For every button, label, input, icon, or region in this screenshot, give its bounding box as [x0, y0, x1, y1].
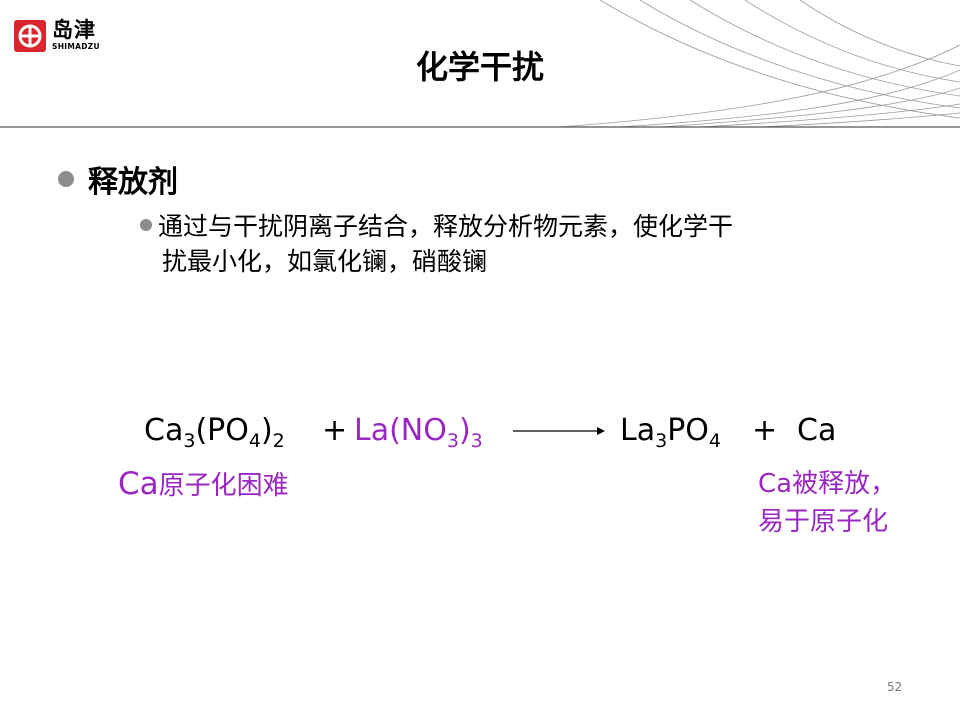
equation-product2: Ca: [797, 413, 837, 448]
equation-plus-1: +: [322, 413, 348, 448]
note-right: Ca被释放， 易于原子化: [758, 465, 896, 541]
equation-reactant1: Ca3(PO4)2: [144, 413, 285, 452]
equation-reactant2: La(NO3)3: [354, 413, 483, 452]
note-left: Ca原子化困难: [118, 465, 289, 502]
bullet-dot-small-icon: [140, 219, 152, 231]
bullet-level2-line1: 通过与干扰阴离子结合，释放分析物元素，使化学干: [158, 212, 734, 241]
note-left-text: 原子化困难: [158, 471, 289, 501]
reaction-arrow-icon: [513, 427, 605, 435]
bullet-dot-icon: [58, 171, 74, 187]
equation-plus-2: +: [752, 413, 778, 448]
note-right-line1: Ca被释放，: [758, 469, 897, 499]
logo-name-cn: 岛津: [52, 18, 96, 42]
shimadzu-logo-icon: [14, 20, 46, 52]
page-number: 52: [887, 680, 903, 694]
bullet-level1: 释放剂: [58, 157, 178, 201]
note-right-line2: 易于原子化: [758, 507, 889, 537]
header-decoration: [0, 0, 960, 128]
logo-name-en: SHIMADZU: [52, 42, 100, 51]
bullet-level2: 通过与干扰阴离子结合，释放分析物元素，使化学干 扰最小化，如氯化镧，硝酸镧: [140, 209, 900, 279]
bullet-level1-text: 释放剂: [88, 165, 178, 200]
equation-product1: La3PO4: [620, 413, 722, 452]
bullet-level2-line2: 扰最小化，如氯化镧，硝酸镧: [162, 247, 488, 276]
shimadzu-logo: 岛津 SHIMADZU: [14, 20, 100, 52]
note-left-element: Ca: [118, 466, 159, 502]
slide-title: 化学干扰: [415, 48, 544, 86]
